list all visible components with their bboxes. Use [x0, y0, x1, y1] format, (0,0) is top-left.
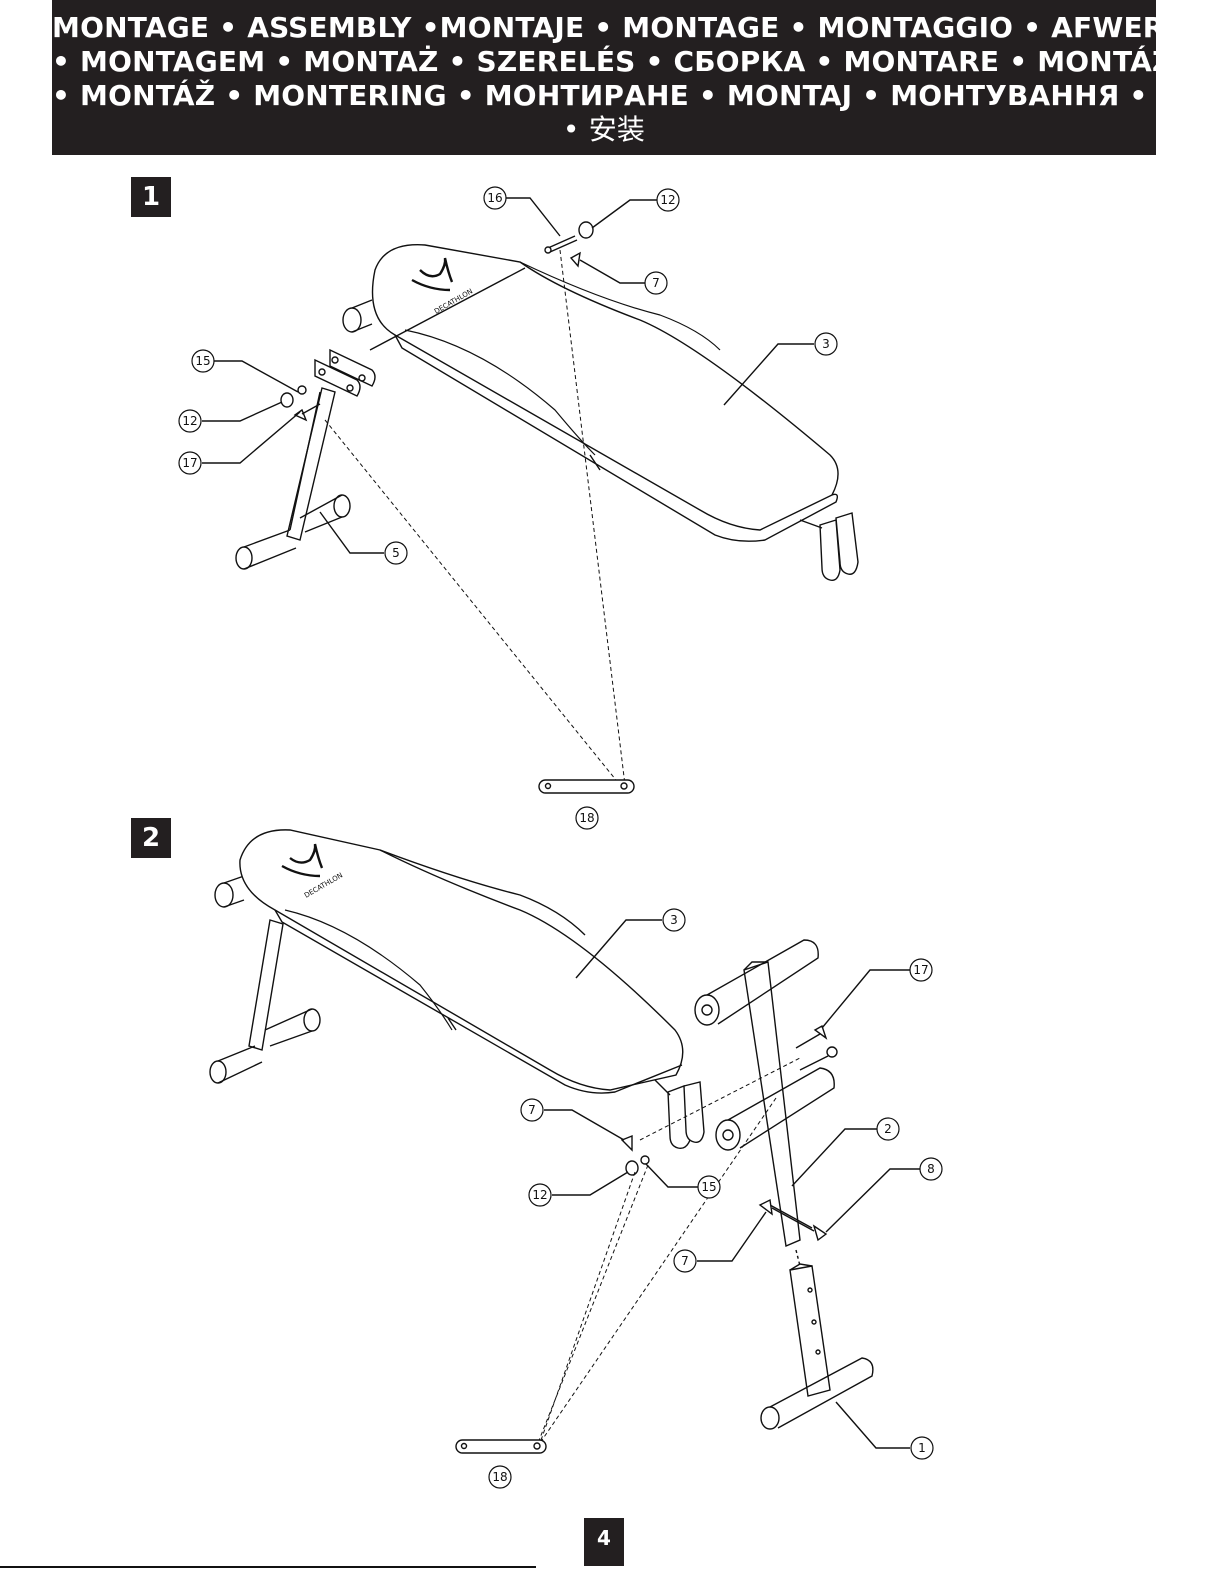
- callout-17-label: 17: [182, 456, 197, 470]
- callout-1-label: 1: [918, 1441, 926, 1455]
- callout-7-label: 7: [528, 1103, 536, 1117]
- page-number: 4: [584, 1518, 624, 1566]
- callout-8-label: 8: [927, 1162, 935, 1176]
- bench-pad: [373, 245, 839, 530]
- footer-rule: [0, 1566, 536, 1568]
- callout-7-label: 7: [652, 276, 660, 290]
- callout-5-label: 5: [392, 546, 400, 560]
- callout-3-label: 3: [670, 913, 678, 927]
- callout-18-label: 18: [492, 1470, 507, 1484]
- callout-7b-label: 7: [681, 1254, 689, 1268]
- callout-15-label: 15: [701, 1180, 716, 1194]
- callout-15-label: 15: [195, 354, 210, 368]
- callout-12b-label: 12: [182, 414, 197, 428]
- callout-12-label: 12: [660, 193, 675, 207]
- callout-18-label: 18: [579, 811, 594, 825]
- step-1-diagram: DECATHLON: [202, 198, 858, 793]
- callout-12-label: 12: [532, 1188, 547, 1202]
- callout-17-label: 17: [913, 963, 928, 977]
- callout-16-label: 16: [487, 191, 502, 205]
- callout-2-label: 2: [884, 1122, 892, 1136]
- callout-3-label: 3: [822, 337, 830, 351]
- step-2-diagram: DECATHLON: [210, 830, 920, 1453]
- bench-pad-2: [240, 830, 683, 1090]
